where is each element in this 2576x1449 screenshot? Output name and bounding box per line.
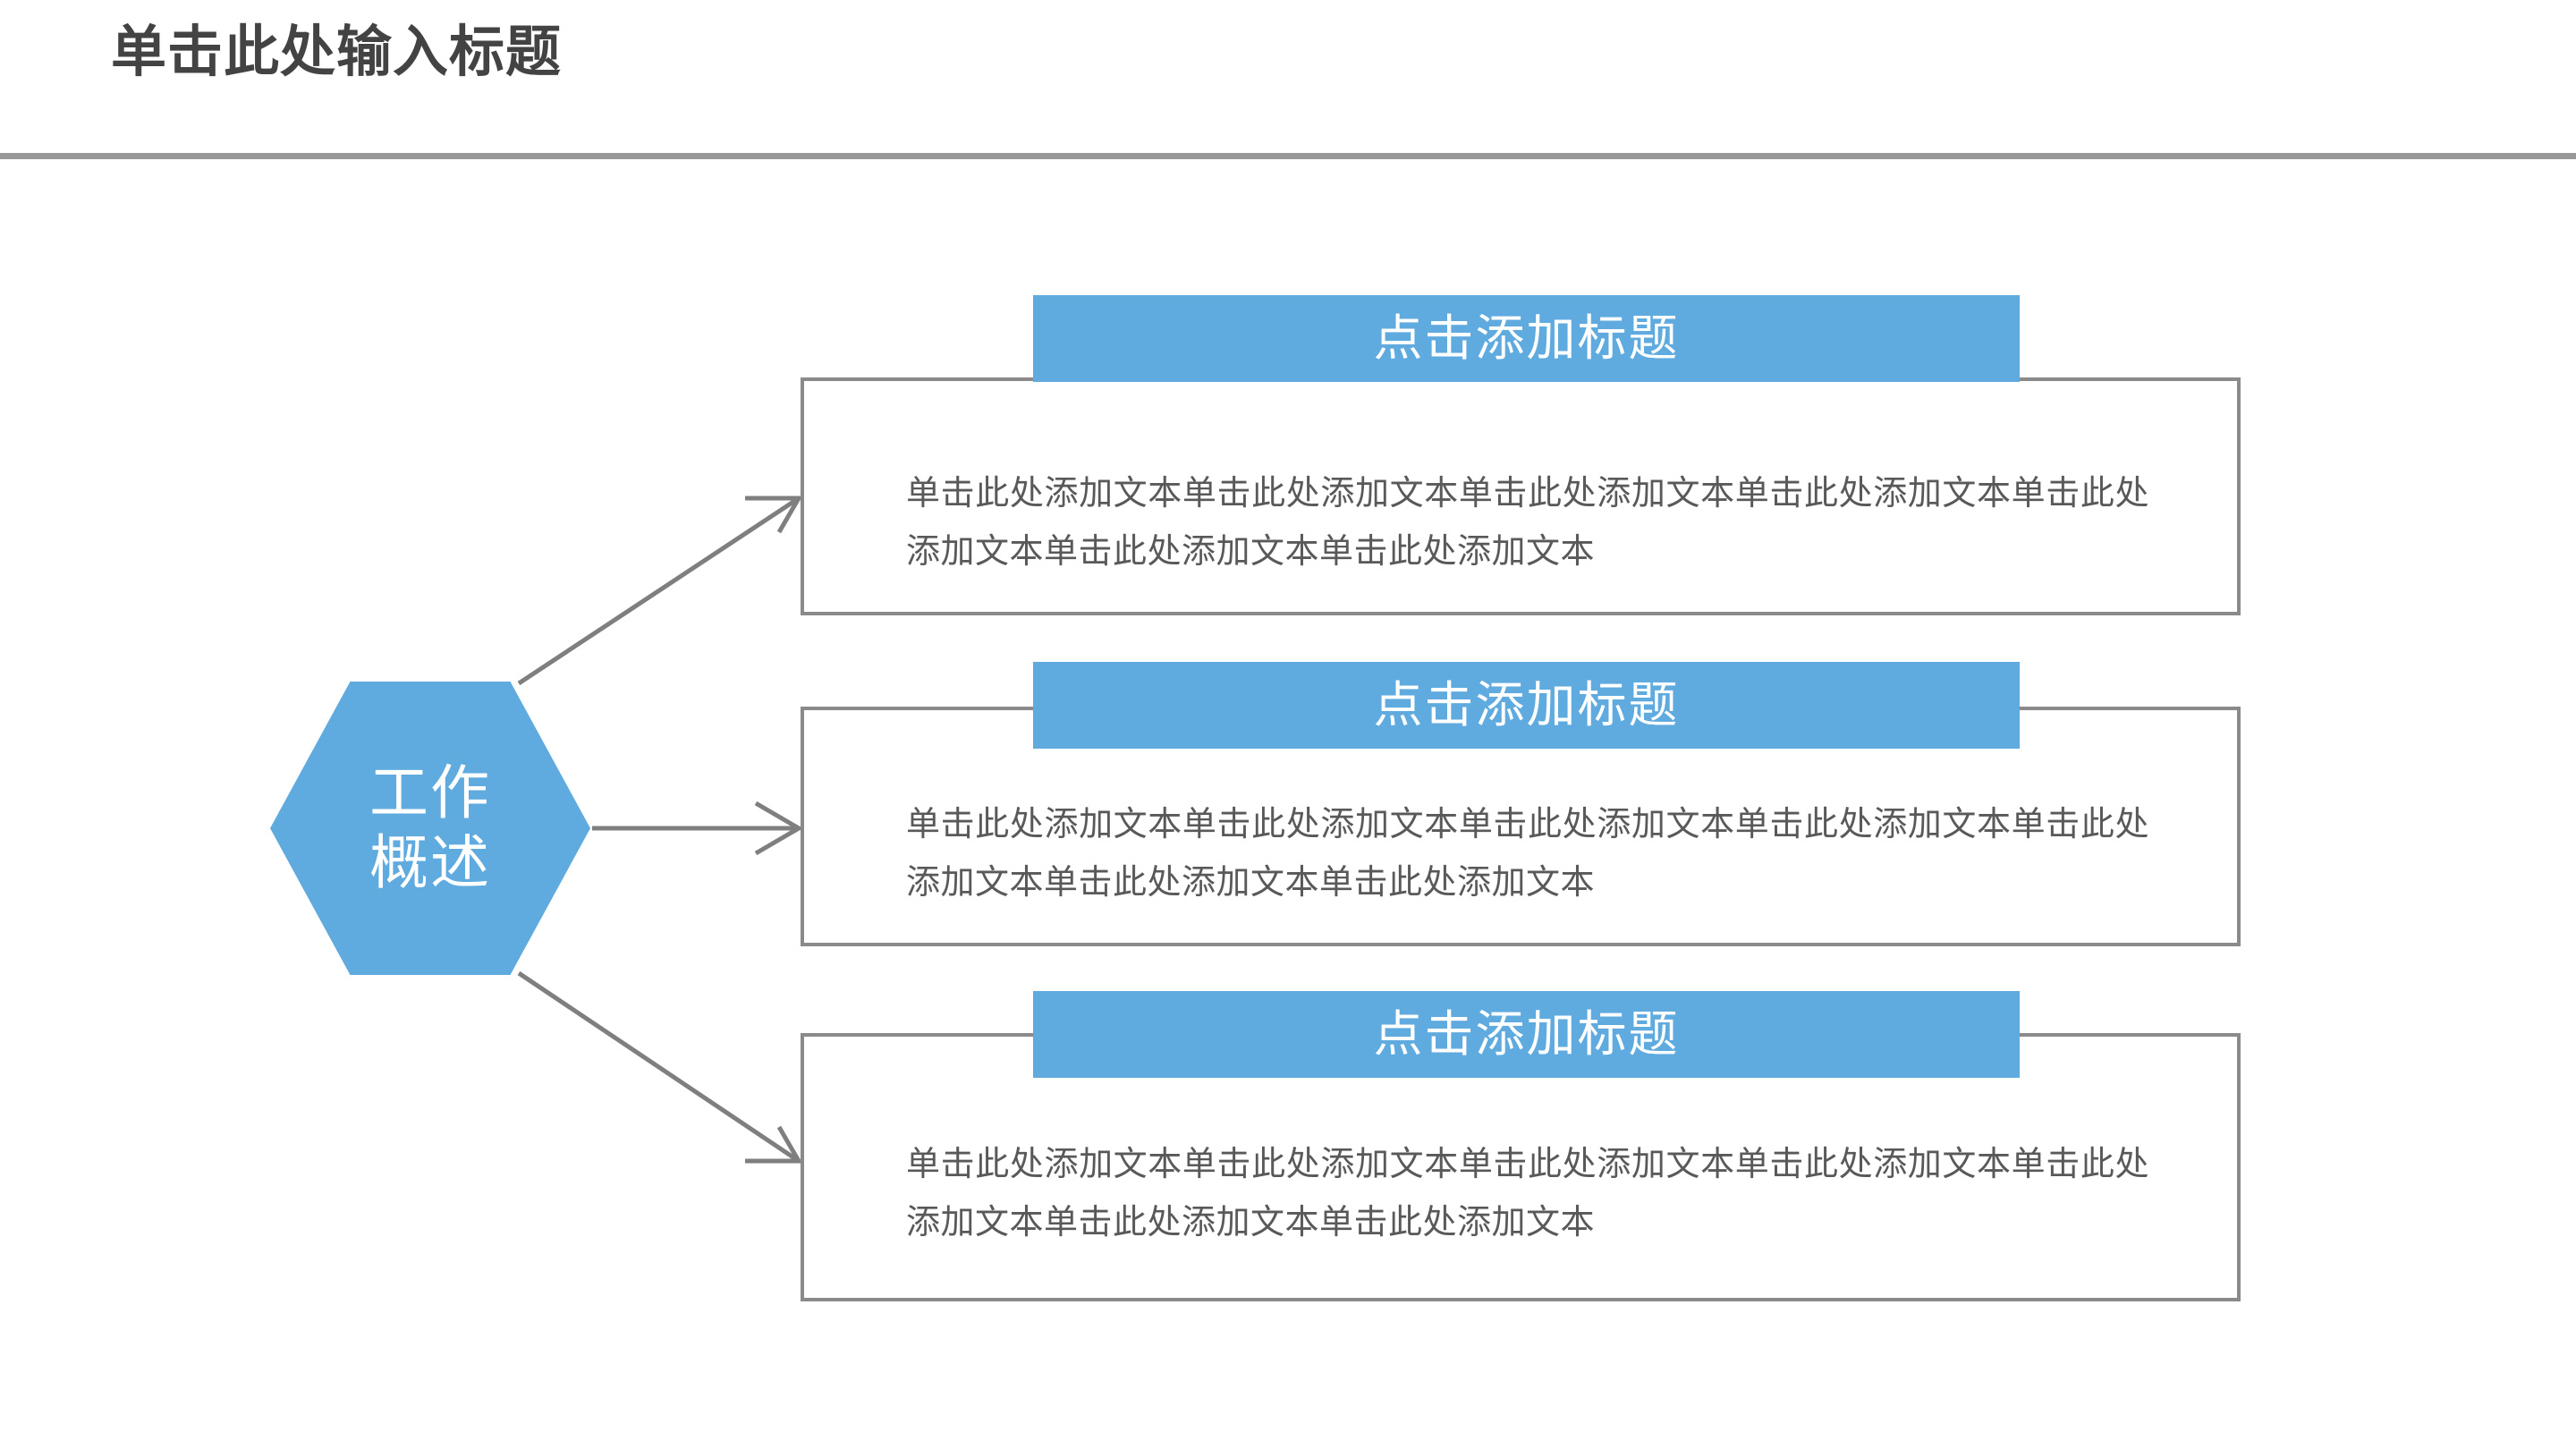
content-header-bar-2[interactable]: 点击添加标题 (1033, 662, 2020, 749)
hub-hexagon[interactable]: 工作 概述 (270, 682, 590, 975)
connector-line-1 (517, 496, 801, 686)
connector-arrowhead-3 (745, 1125, 803, 1164)
content-header-text-3: 点击添加标题 (1373, 1006, 1680, 1062)
content-body-text-2[interactable]: 单击此处添加文本单击此处添加文本单击此处添加文本单击此处添加文本单击此处添加文本… (906, 806, 2149, 902)
content-header-text-1: 点击添加标题 (1373, 310, 1680, 366)
connector-line-3 (517, 970, 801, 1164)
content-body-text-1[interactable]: 单击此处添加文本单击此处添加文本单击此处添加文本单击此处添加文本单击此处添加文本… (906, 475, 2149, 571)
content-header-bar-1[interactable]: 点击添加标题 (1033, 295, 2020, 382)
connector-arrowhead-2 (754, 801, 803, 856)
content-header-text-2: 点击添加标题 (1373, 677, 1680, 733)
connector-arrowhead-1 (745, 496, 803, 534)
hub-label-line-1: 工作 (369, 759, 491, 826)
content-body-text-3[interactable]: 单击此处添加文本单击此处添加文本单击此处添加文本单击此处添加文本单击此处添加文本… (906, 1146, 2149, 1241)
page-title[interactable]: 单击此处输入标题 (111, 21, 563, 83)
title-divider (0, 153, 2576, 159)
content-header-bar-3[interactable]: 点击添加标题 (1033, 991, 2020, 1078)
hub-label-line-2: 概述 (369, 829, 491, 895)
